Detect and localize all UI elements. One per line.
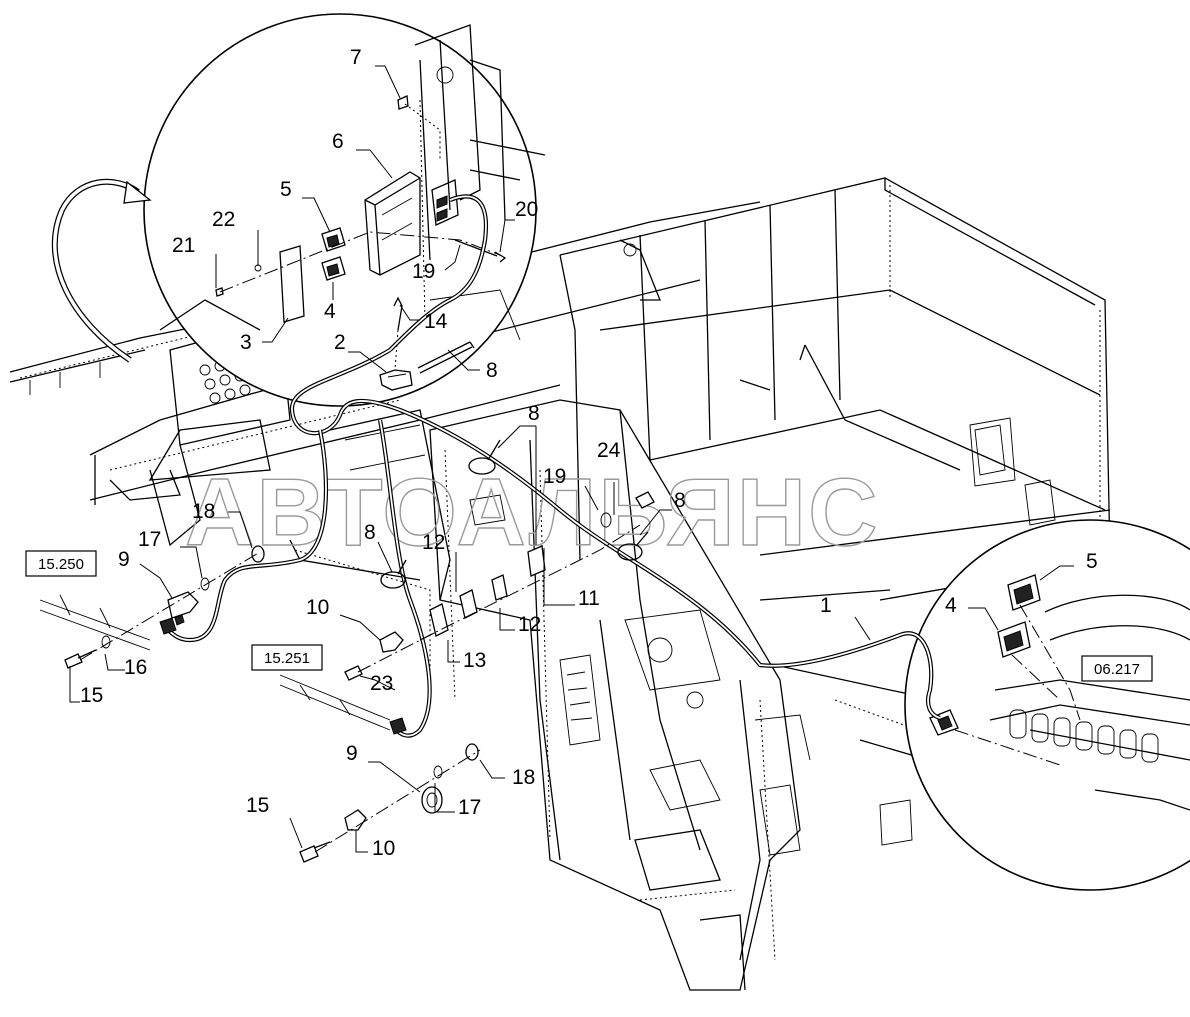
detail-circle-right xyxy=(904,519,1190,891)
hardware-parts xyxy=(64,491,655,863)
callout-5-right: 5 xyxy=(1086,550,1098,573)
watermark: АВТОАЛЬЯНС xyxy=(185,459,879,566)
callouts: 7 6 5 22 21 20 19 4 14 3 2 8 8 24 19 8 1… xyxy=(80,46,1098,860)
callout-17-left: 17 xyxy=(138,528,161,551)
callout-15-left: 15 xyxy=(80,684,103,707)
callout-8-center: 8 xyxy=(528,402,540,425)
callout-23: 23 xyxy=(370,672,393,695)
callout-3: 3 xyxy=(240,331,252,354)
callout-17-bottom: 17 xyxy=(458,796,481,819)
callout-24: 24 xyxy=(597,439,621,462)
callout-15-bottom: 15 xyxy=(246,794,269,817)
callout-4-top: 4 xyxy=(324,300,336,323)
svg-text:15.250: 15.250 xyxy=(38,556,84,573)
callout-9-left: 9 xyxy=(118,548,130,571)
callout-12-right: 12 xyxy=(518,613,541,636)
callout-12-left: 12 xyxy=(422,531,445,554)
leader-lines xyxy=(69,65,1074,853)
svg-text:15.251: 15.251 xyxy=(264,650,310,667)
callout-8-left: 8 xyxy=(364,521,376,544)
svg-text:06.217: 06.217 xyxy=(1094,661,1140,678)
callout-8-top: 8 xyxy=(486,359,498,382)
callout-2: 2 xyxy=(334,331,346,354)
top-detail-contents xyxy=(159,24,546,391)
callout-10-bottom: 10 xyxy=(372,837,395,860)
reference-box-15-250[interactable]: 15.250 xyxy=(25,550,97,577)
callout-13: 13 xyxy=(463,649,486,672)
callout-16: 16 xyxy=(124,656,147,679)
callout-1: 1 xyxy=(820,594,832,617)
callout-21: 21 xyxy=(172,234,195,257)
callout-6: 6 xyxy=(332,130,344,153)
callout-5: 5 xyxy=(280,178,292,201)
callout-7: 7 xyxy=(350,46,362,69)
callout-4-right: 4 xyxy=(945,594,957,617)
callout-10-mid: 10 xyxy=(306,596,329,619)
reference-box-06-217[interactable]: 06.217 xyxy=(1081,655,1153,682)
curved-arrow xyxy=(51,178,152,363)
callout-19-top: 19 xyxy=(412,260,435,283)
machine-frame xyxy=(9,177,1111,991)
callout-22: 22 xyxy=(212,208,235,231)
callout-14: 14 xyxy=(424,310,448,333)
wiring-harness xyxy=(159,348,941,738)
callout-19-mid: 19 xyxy=(543,465,566,488)
callout-8-right: 8 xyxy=(674,489,686,512)
reference-box-15-251[interactable]: 15.251 xyxy=(251,644,323,671)
callout-20: 20 xyxy=(515,198,538,221)
callout-9-bottom: 9 xyxy=(346,742,358,765)
callout-18-left: 18 xyxy=(192,500,215,523)
callout-11: 11 xyxy=(578,587,600,610)
right-detail-contents xyxy=(929,574,1190,811)
callout-18-bottom: 18 xyxy=(512,766,535,789)
